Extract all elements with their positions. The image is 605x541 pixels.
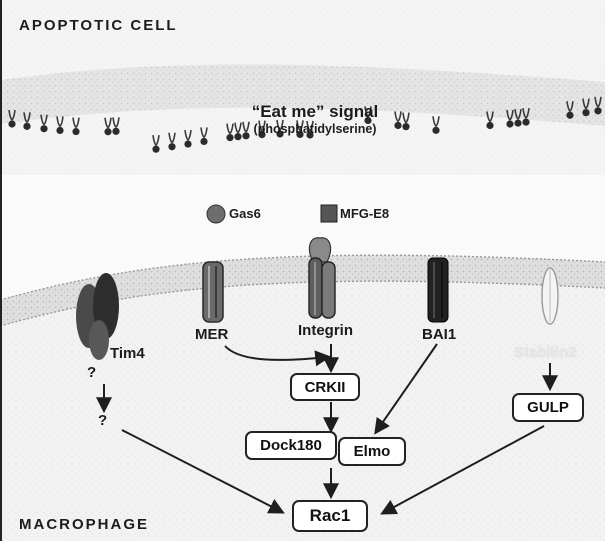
- macrophage-label: MACROPHAGE: [19, 516, 149, 533]
- mfge8-legend-label: MFG-E8: [340, 206, 389, 221]
- gulp-node: GULP: [512, 393, 584, 422]
- bai1-label: BAI1: [422, 326, 456, 343]
- elmo-node: Elmo: [338, 437, 406, 466]
- eat-me-signal-title: “Eat me” signal: [210, 102, 420, 122]
- bai1-receptor: [428, 258, 448, 322]
- eat-me-signal-subtitle: (phosphatidylserine): [210, 122, 420, 136]
- unknown-marker-pathway: ?: [98, 412, 107, 429]
- tim4-label: Tim4: [110, 345, 145, 362]
- gas6-legend-label: Gas6: [229, 206, 261, 221]
- rac1-node: Rac1: [292, 500, 368, 532]
- unknown-marker-tim4: ?: [87, 364, 96, 381]
- crkii-node: CRKII: [290, 373, 360, 401]
- gas6-legend-swatch: [207, 205, 225, 223]
- apoptotic-cell-label: APOPTOTIC CELL: [19, 17, 178, 34]
- integrin-label: Integrin: [298, 322, 353, 339]
- mer-receptor: [203, 262, 223, 322]
- dock180-node: Dock180: [245, 431, 337, 460]
- mfge8-legend-swatch: [321, 205, 337, 222]
- integrin-receptor: [309, 238, 335, 318]
- stabilin2-receptor: [542, 268, 558, 324]
- stabilin2-label: Stabilin2: [514, 344, 577, 361]
- mer-label: MER: [195, 326, 228, 343]
